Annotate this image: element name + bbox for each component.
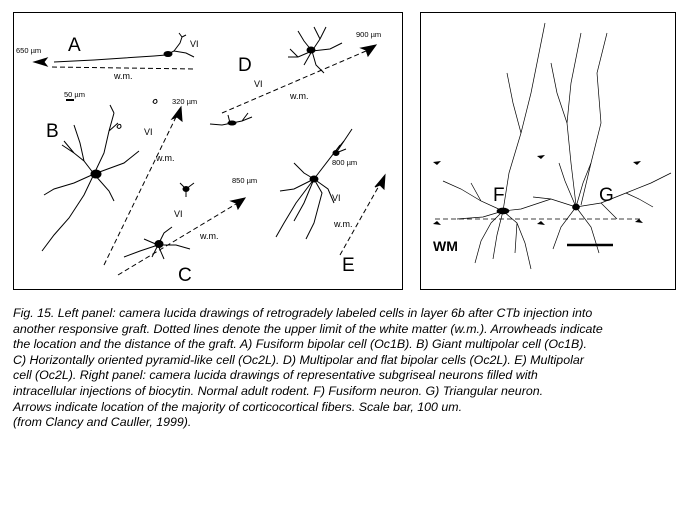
cell-d2-soma [227, 120, 237, 126]
distance-e: 800 µm [332, 158, 357, 167]
wm-line-c [117, 203, 237, 276]
caption-line: (from Clancy and Cauller, 1999). [13, 415, 192, 430]
letter-f: F [493, 185, 505, 206]
cell-c-soma [154, 240, 164, 248]
caption-line: intracellular injections of biocytin. No… [13, 383, 544, 398]
scale-label-left: 50 µm [64, 90, 85, 99]
cell-e-soma [309, 175, 319, 183]
arrowhead-e [374, 173, 386, 191]
caption-line: C) Horizontally oriented pyramid-like ce… [13, 352, 584, 367]
left-panel-figure: A B C D E 650 µm 320 µm 850 µm 900 µm 80… [13, 12, 403, 290]
wm-line-e [339, 183, 381, 256]
arrowhead-b [170, 105, 183, 123]
neuron-f-branch [506, 72, 522, 134]
vessel-profile-1 [152, 98, 158, 104]
arrow-marker-5 [537, 221, 545, 225]
cell-a-dendrites [53, 32, 195, 63]
distance-c: 850 µm [232, 176, 257, 185]
wm-label-e: w.m. [333, 219, 353, 229]
arrowhead-d [359, 44, 378, 58]
left-panel-drawing: A B C D E 650 µm 320 µm 850 µm 900 µm 80… [16, 26, 386, 286]
cell-c2-soma [182, 186, 190, 192]
neuron-g-apical-2 [580, 32, 608, 206]
distance-d: 900 µm [356, 30, 381, 39]
neuron-g-apical [566, 32, 582, 206]
cell-b-dendrites [41, 104, 140, 252]
layer-label-c: VI [174, 209, 183, 219]
cell-c-dendrites [123, 226, 191, 260]
wm-label-b: w.m. [155, 153, 175, 163]
neuron-g-branch [550, 62, 568, 124]
layer-label-b: VI [144, 127, 153, 137]
letter-e: E [342, 255, 355, 276]
wm-label-c: w.m. [199, 231, 219, 241]
wm-line-a [51, 66, 197, 70]
arrow-marker-6 [635, 219, 643, 223]
caption-line: the location and the distance of the gra… [13, 337, 587, 352]
arrowhead-c [229, 197, 247, 211]
neuron-f-soma [496, 207, 510, 215]
wm-line-b [103, 116, 177, 266]
neuron-f-dendrites [442, 180, 552, 270]
letter-d: D [238, 55, 252, 76]
letter-b: B [46, 121, 59, 142]
cell-b-soma [90, 169, 102, 179]
arrow-marker-4 [433, 221, 441, 225]
figure-caption: Fig. 15. Left panel: camera lucida drawi… [13, 306, 678, 431]
wm-label-right: WM [433, 238, 458, 254]
vessel-profile-2 [116, 123, 122, 129]
right-panel-figure: F G WM [420, 12, 676, 290]
cell-e-dendrites [275, 128, 353, 240]
neuron-g-soma [572, 203, 580, 211]
letter-c: C [178, 265, 192, 286]
wm-label-a: w.m. [113, 71, 133, 81]
distance-a: 650 µm [16, 46, 41, 55]
letter-a: A [68, 35, 81, 56]
layer-label-a: VI [190, 39, 199, 49]
caption-line: cell (Oc2L). Right panel: camera lucida … [13, 368, 538, 383]
cell-d-dendrites [288, 26, 343, 74]
arrowhead-a [32, 57, 49, 67]
letter-g: G [599, 185, 614, 206]
neuron-f-apical [502, 22, 546, 212]
cell-a-soma [163, 51, 173, 57]
neuron-g-dendrites [532, 162, 672, 254]
wm-label-d: w.m. [289, 91, 309, 101]
distance-b: 320 µm [172, 97, 197, 106]
arrow-marker-2 [537, 155, 545, 159]
wm-line-d [221, 50, 367, 114]
layer-label-d: VI [254, 79, 263, 89]
arrow-marker-1 [433, 161, 441, 165]
layer-label-e: VI [332, 193, 341, 203]
right-panel-drawing: F G WM [433, 22, 672, 270]
arrow-marker-3 [633, 161, 641, 165]
caption-line: Arrows indicate location of the majority… [13, 399, 463, 414]
caption-line: Fig. 15. Left panel: camera lucida drawi… [13, 306, 593, 320]
cell-e2-soma [332, 150, 340, 156]
caption-line: another responsive graft. Dotted lines d… [13, 321, 603, 336]
cell-d-soma [306, 46, 316, 54]
